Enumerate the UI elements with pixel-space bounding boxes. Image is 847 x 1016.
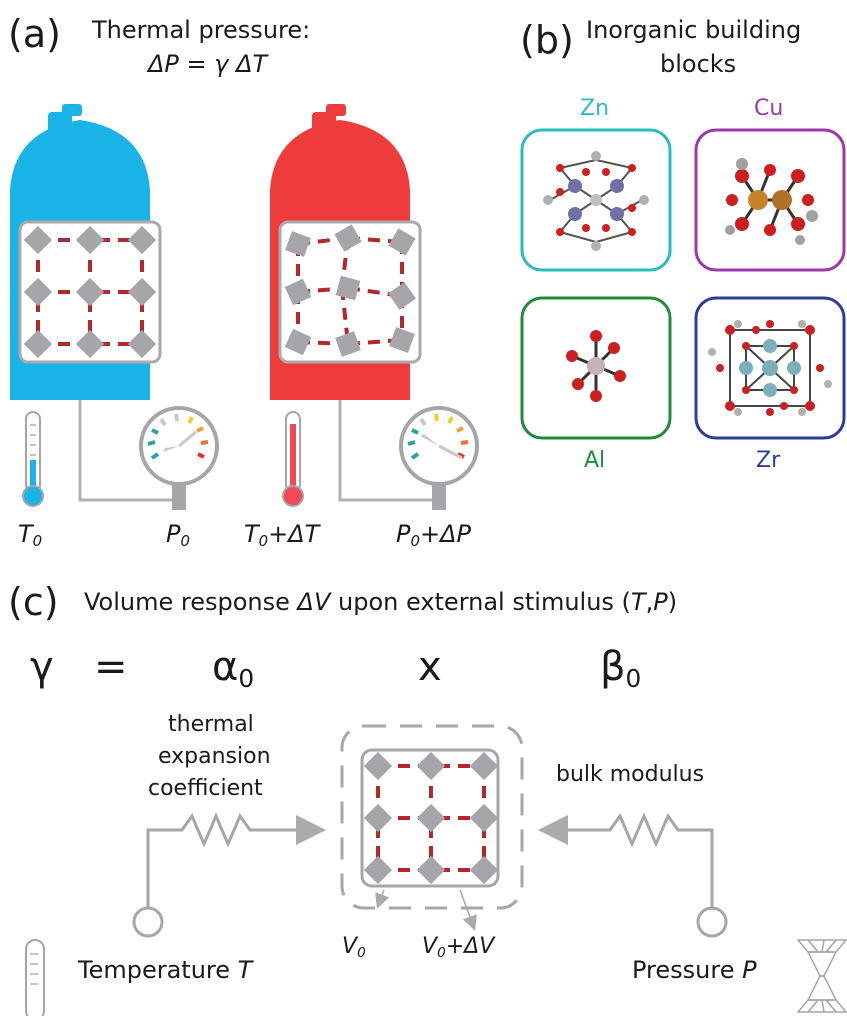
panel-a-equation: ΔP = γ ΔT [148, 50, 268, 78]
cu-block [694, 128, 846, 272]
al-label: Al [584, 448, 606, 473]
hot-pressure-gauge-icon [399, 406, 479, 510]
pressure-label: Pressure P [632, 956, 757, 984]
beta-symbol: β0 [600, 644, 642, 693]
panel-a-title: Thermal pressure: [92, 16, 311, 44]
cold-thermometer-icon [22, 411, 44, 507]
times-sign: x [418, 644, 442, 690]
cu-label: Cu [754, 96, 784, 121]
central-framework-cell [340, 724, 524, 931]
alpha-symbol: α0 [212, 644, 255, 693]
label-p0-plus-dp: P0+ΔP [396, 520, 471, 551]
zr-label: Zr [756, 448, 781, 473]
label-t0: T0 [18, 520, 43, 551]
pressure-spring-connector [538, 812, 728, 938]
panel-b-title-line2: blocks [660, 50, 737, 78]
al-block [520, 296, 672, 440]
v0-label: V0 [342, 934, 366, 961]
panel-b-letter: (b) [520, 18, 574, 62]
equals-sign: = [94, 644, 128, 690]
cold-gas-cylinder [10, 104, 162, 400]
label-p0: P0 [166, 520, 190, 551]
cold-pressure-gauge-icon [139, 406, 219, 510]
cold-framework-lattice [23, 225, 157, 359]
hot-thermometer-icon [282, 411, 304, 507]
zn-label: Zn [580, 96, 610, 121]
temperature-thermometer-icon [25, 939, 45, 1016]
bulk-modulus-label: bulk modulus [556, 762, 705, 787]
diamond-anvil-cell-icon [796, 939, 847, 1013]
panel-b-title-line1: Inorganic building [586, 16, 802, 44]
panel-c-title: Volume response ΔV upon external stimulu… [84, 588, 678, 616]
zn-block [520, 128, 672, 272]
thermal-label-line1: thermal [168, 712, 254, 737]
thermal-label-line3: coefficient [148, 776, 263, 801]
hot-distorted-framework-lattice [284, 224, 416, 357]
label-t0-plus-dt: T0+ΔT [244, 520, 320, 551]
thermal-spring-connector [132, 812, 326, 938]
panel-c-letter: (c) [8, 580, 59, 624]
thermal-label-line2: expansion [158, 744, 271, 769]
v0-plus-dv-label: V0+ΔV [422, 934, 495, 961]
temperature-label: Temperature T [78, 956, 253, 984]
gamma-symbol: γ [30, 644, 54, 690]
panel-a-letter: (a) [8, 12, 61, 56]
zr-block [694, 296, 846, 440]
